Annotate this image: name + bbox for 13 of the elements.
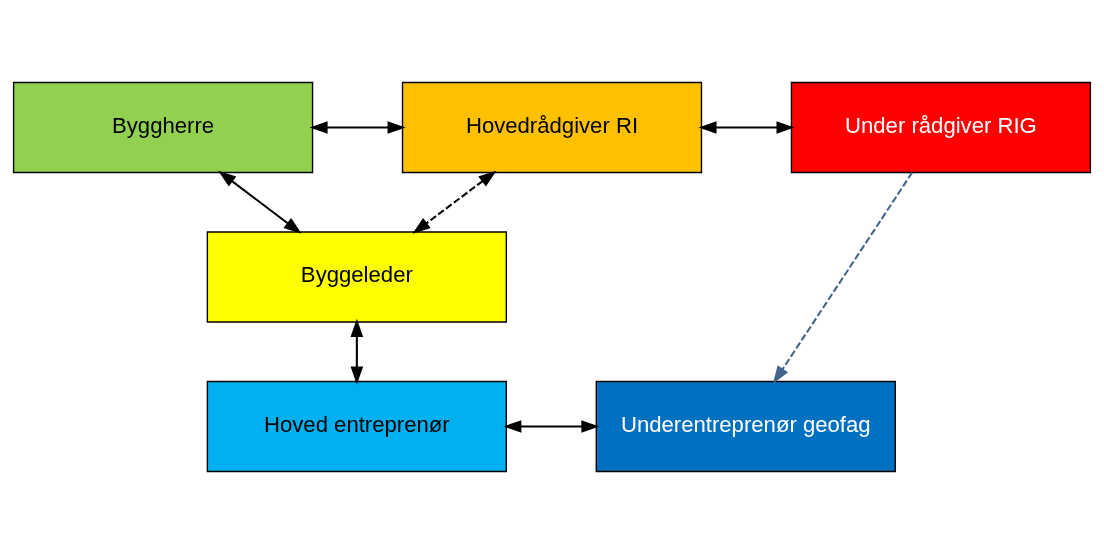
arrow (698, 120, 795, 134)
node-box: Underentreprenør geofag (595, 380, 896, 472)
arrow (218, 170, 302, 234)
arrow (772, 171, 913, 384)
arrow (503, 419, 600, 433)
node-box: Hovedrådgiver RI (401, 81, 703, 173)
node-box: Byggherre (12, 81, 314, 173)
arrow (309, 120, 406, 134)
node-box: Under rådgiver RIG (790, 81, 1092, 173)
arrow (350, 318, 364, 385)
arrow (412, 170, 497, 234)
node-box: Byggeleder (206, 230, 507, 323)
node-box: Hoved entreprenør (206, 380, 507, 472)
